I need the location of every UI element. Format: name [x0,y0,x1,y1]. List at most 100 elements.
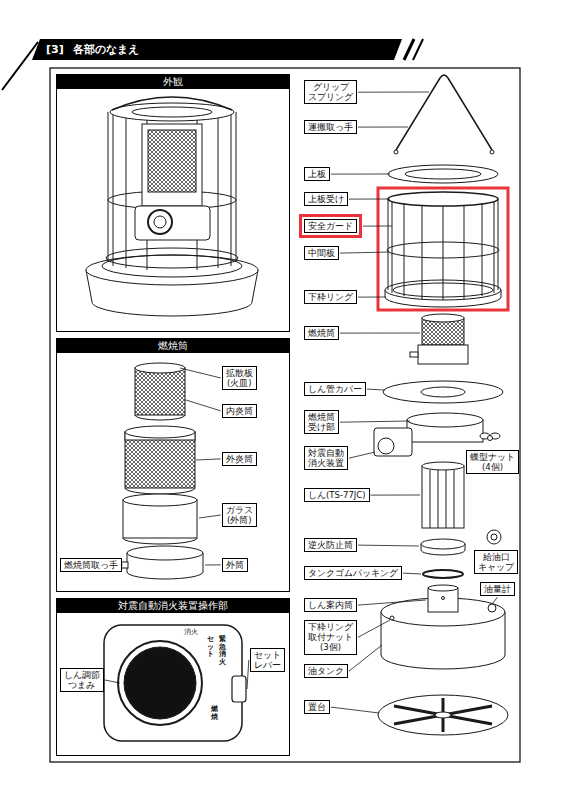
part-label: 蝶型ナット (4個) [466,450,519,474]
highlight-frame [378,188,508,310]
exploded-parts [410,352,418,357]
part-name: 安全ガード [308,221,353,231]
panel-heading: 燃焼筒 [57,339,289,353]
section-panel: 外観 [56,74,290,332]
exploded-parts [482,203,483,296]
part-label: 油タンク [304,664,348,678]
heater-exterior [218,116,219,268]
exploded-parts [464,205,465,299]
heater-exterior [236,112,237,262]
heading-band [404,39,414,60]
part-name: 運搬取っ手 [308,122,353,132]
exploded-parts [488,604,496,612]
combustion-tube-parts [127,546,203,560]
panel-heading: 対震自動消火装置操作部 [57,599,289,613]
leader-line [358,620,390,637]
part-label: しん案内筒 [304,598,357,612]
exploded-parts [407,413,483,427]
leader-line [340,421,410,422]
leader-line [340,333,420,334]
combustion-tube-parts [123,494,197,506]
part-label: 上板受け [304,192,348,206]
heater-exterior [86,97,258,316]
part-name: セット レバー [254,650,281,670]
leader-line [247,660,249,689]
part-label: しん管カバー [304,382,366,396]
exploded-parts [422,466,464,528]
leader-line [367,389,385,391]
leader-line [492,597,498,604]
part-name: 燃焼筒取っ手 [64,560,118,570]
exploded-parts [374,75,508,735]
control-marking: セット [207,636,214,659]
control-panel [124,647,196,719]
exploded-parts [422,205,423,299]
leader-line [105,92,498,713]
part-name: 内炎筒 [226,406,253,416]
leader-line [371,495,420,496]
part-label: 拡散板 (火皿) [222,366,257,390]
combustion-tube-parts [123,538,197,544]
exploded-parts [487,530,501,544]
part-label: 外筒 [222,558,248,572]
exploded-parts [388,165,498,183]
control-marking: 消火 [184,629,198,637]
exploded-parts [442,597,445,600]
heater-exterior [112,97,232,110]
combustion-tube-parts [121,562,128,568]
part-name: 油タンク [308,666,344,676]
part-name: 下枠リング [308,292,353,302]
part-name: グリップ スプリング [308,82,353,102]
part-name: しん案内筒 [308,600,353,610]
control-panel [232,676,246,702]
exploded-parts [383,381,503,403]
section-panel: 燃焼筒拡散板 (火皿)内炎筒外炎筒ガラス (外筒)燃焼筒取っ手外筒 [56,338,290,592]
part-name: 上板受け [308,194,344,204]
heater-exterior [132,107,212,117]
page-frame [50,68,520,762]
part-name: しん(TS-77JC) [308,490,366,500]
heater-exterior [135,206,210,240]
leader-line [358,92,429,93]
combustion-tube-parts [125,488,195,494]
exploded-parts [423,570,463,578]
part-label: 燃焼筒取っ手 [60,558,122,572]
exploded-parts [418,345,468,364]
part-label: しん(TS-77JC) [304,488,370,502]
combustion-tube-parts [135,368,185,415]
control-marking: 緊急消火 [219,636,226,667]
exploded-parts [438,470,439,528]
exploded-parts [396,75,492,150]
combustion-tube-parts [135,415,185,420]
exploded-parts [491,534,497,540]
leader-line [358,127,408,128]
leader-line [340,252,389,253]
leader-line [349,199,390,200]
leader-line [358,545,419,547]
control-panel [118,641,202,725]
heading-band [413,39,423,60]
leader-line [199,515,221,518]
part-name: 外筒 [226,560,244,570]
heading-band [32,39,402,60]
exploded-parts [430,470,454,528]
part-name: しん調節 つまみ [64,670,100,690]
part-label: 給油口 キャップ [474,550,518,574]
exploded-parts [435,712,451,718]
part-name: 外炎筒 [226,454,253,464]
heater-exterior [126,116,127,268]
control-marking: 燃焼 [211,706,218,721]
exploded-parts [394,150,398,154]
exploded-parts [488,436,493,441]
part-label: 対震自動 消火装置 [304,446,348,470]
exploded-parts [422,314,464,322]
exploded-parts [443,206,444,300]
leader-line [358,600,426,605]
part-label: 運搬取っ手 [304,120,357,134]
leader-line [331,174,390,175]
combustion-tube-parts [125,432,195,488]
leader-line [358,297,386,298]
part-label: セット レバー [250,648,285,672]
part-name: 蝶型ナット (4個) [470,452,515,472]
